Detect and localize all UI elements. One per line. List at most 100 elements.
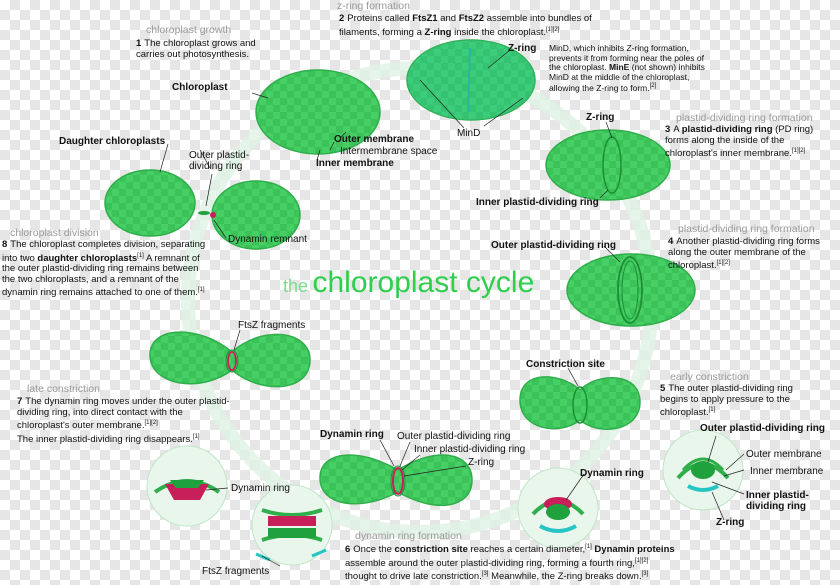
stage8-number: 8 — [2, 239, 8, 250]
inset-stage7b — [251, 484, 333, 567]
label-z-ring-stage2: Z-ring — [508, 43, 537, 54]
stage2-text-b: and — [437, 13, 459, 24]
label-z-ring-stage3: Z-ring — [586, 112, 615, 123]
stage2-text-c: assemble into bundles of filaments, form… — [339, 13, 592, 38]
stage7-number: 7 — [17, 396, 23, 407]
diagram-title: the chloroplast cycle — [283, 266, 534, 300]
stage7-text: The dynamin ring moves under the outer p… — [17, 396, 230, 432]
title-main: chloroplast cycle — [312, 266, 535, 299]
stage2-bold-c: Z-ring — [424, 26, 452, 38]
chloroplast-stage1 — [251, 69, 381, 161]
stage3-refs: [1][2] — [791, 148, 806, 154]
stage6-text-e: Meanwhile, the Z-ring breaks down. — [488, 571, 642, 583]
label-inner-pd-ring-stage6: Inner plastid-dividing ring — [414, 444, 526, 455]
inset-stage7a — [146, 445, 229, 527]
label-outer-pd-ring: Outer plastid-dividing ring — [491, 240, 616, 251]
stage8-bold-a: daughter chloroplasts — [37, 252, 138, 264]
stage6-ref-a: [1] — [585, 544, 592, 550]
stage7-ref-b: [1] — [192, 433, 200, 440]
stage6-text-d: thought to drive late constriction. — [345, 571, 482, 583]
label-ftsz-fragments-inset7: FtsZ fragments — [202, 566, 270, 577]
stage2-number: 2 — [339, 13, 345, 24]
label-dynamin-ring-inset6: Dynamin ring — [580, 468, 644, 479]
stage5-refs: [1] — [708, 407, 716, 413]
chloroplast-stage4 — [566, 245, 696, 327]
stage8-ref-b: [1] — [197, 287, 205, 294]
inset-stage6 — [517, 467, 599, 549]
stage6-bold-a: constriction site — [394, 544, 468, 556]
label-mind: MinD — [457, 128, 481, 139]
chloroplast-stage5 — [519, 367, 641, 430]
label-z-ring-inset5: Z-ring — [716, 517, 745, 528]
label-dynamin-remnant: Dynamin remnant — [228, 234, 307, 245]
label-dynamin-ring-stage7: Dynamin ring — [231, 483, 290, 494]
label-outer-membrane-inset5: Outer membrane — [746, 449, 822, 460]
chloroplast-stage3 — [545, 121, 671, 201]
mind-note-d: (not shown) inhibits MinD at the middle … — [549, 62, 705, 93]
stage4-number: 4 — [668, 236, 674, 247]
stage2-text-a: Proteins called — [347, 13, 413, 24]
mind-note-b: , which inhibits Z-ring formation, preve… — [549, 43, 704, 72]
label-inner-pd-ring: Inner plastid-dividing ring — [476, 197, 599, 208]
stage7-title: late constriction — [27, 383, 100, 395]
chloroplast-stage2 — [406, 39, 536, 129]
stage7-ref-a: [1][2] — [144, 420, 158, 426]
stage2-refs: [1][2] — [546, 26, 560, 33]
mind-note-a: MinD — [549, 43, 569, 53]
stage5-number: 5 — [660, 383, 666, 394]
label-chloroplast: Chloroplast — [172, 82, 228, 93]
stage3-number: 3 — [665, 124, 671, 135]
stage8-text-a: The chloroplast completes division, sepa… — [2, 239, 206, 264]
stage4-title: plastid-dividing ring formation — [678, 223, 815, 235]
stage6-number: 6 — [345, 544, 351, 556]
stage5-title: early constriction — [670, 371, 749, 383]
stage6-ref-c: [3] — [481, 571, 489, 578]
stage6-text-b: reaches a certain diameter, — [467, 544, 586, 556]
stage4-refs: [1][2] — [716, 260, 730, 266]
stage7-text-b: The inner plastid-dividing ring disappea… — [17, 433, 193, 445]
stage1-number: 1 — [136, 38, 142, 49]
label-outer-pd-ring-stage6: Outer plastid-dividing ring — [397, 431, 511, 442]
stage2-text-d: inside the chloroplast. — [451, 26, 546, 38]
mind-note: MinD, which inhibits Z-ring formation, p… — [549, 43, 714, 93]
chloroplast-stage6 — [319, 439, 473, 506]
stage4-text: Another plastid-dividing ring forms alon… — [668, 236, 820, 272]
stage2-bold-a: FtsZ1 — [412, 13, 438, 24]
inset-stage5 — [662, 429, 745, 521]
label-constriction-site: Constriction site — [526, 359, 605, 370]
label-outer-membrane: Outer membrane — [334, 134, 415, 145]
label-ftsz-fragments-stage7: FtsZ fragments — [238, 320, 306, 331]
mind-note-c: MinE — [609, 62, 630, 72]
label-dynamin-ring-stage6: Dynamin ring — [320, 429, 384, 440]
label-inner-membrane-inset5: Inner membrane — [750, 466, 824, 477]
stage3-bold-a: plastid-dividing ring — [681, 124, 773, 135]
chloroplast-stage7 — [149, 329, 311, 388]
stage1-title: chloroplast growth — [146, 24, 232, 36]
stage8-text-b: A remnant of the outer plastid-dividing … — [2, 252, 200, 299]
stage3-text-a: A — [673, 124, 682, 135]
label-outer-pd-ring-inset5: Outer plastid-dividing ring — [700, 423, 825, 434]
stage6-ref-b: [1][2] — [634, 557, 649, 564]
stage8-ref-a: [1] — [137, 252, 144, 259]
stage6-bold-b: Dynamin proteins — [594, 544, 675, 556]
stage2-bold-b: FtsZ2 — [458, 13, 485, 24]
mind-note-ref: [2] — [649, 83, 657, 89]
label-outer-pd-ring-stage8: Outer plastid- dividing ring — [189, 150, 250, 172]
label-inner-pd-ring-inset5: Inner plastid- dividing ring — [746, 490, 809, 512]
stage6-text-a: Once the — [353, 544, 395, 556]
stage6-title: dynamin ring formation — [355, 530, 462, 542]
stage5-text: The outer plastid-dividing ring begins t… — [660, 383, 793, 419]
stage3-text-b: (PD ring) forms along the inside of the … — [665, 124, 814, 160]
label-intermembrane-space: Intermembrane space — [340, 146, 438, 157]
stage3-title: plastid-dividing ring formation — [676, 112, 813, 124]
stage1-text: The chloroplast grows and carries out ph… — [136, 38, 256, 60]
